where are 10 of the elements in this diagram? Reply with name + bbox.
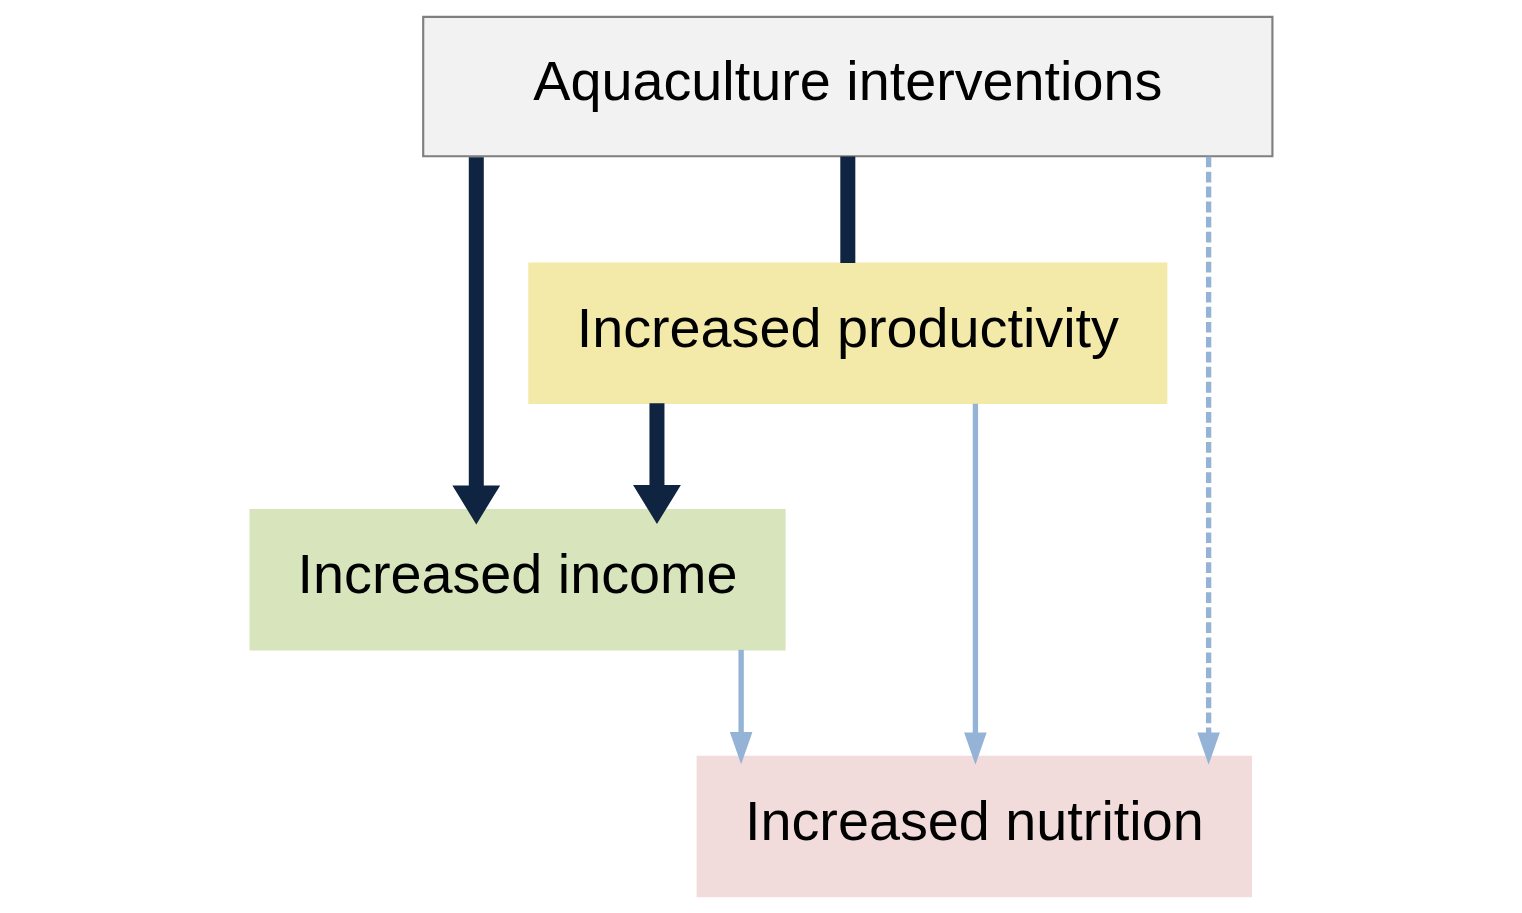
arrow [729, 649, 752, 765]
connector [839, 156, 855, 263]
node-box: Increased nutrition [696, 755, 1252, 898]
node-box: Increased productivity [527, 262, 1167, 404]
arrow [632, 403, 681, 524]
arrow [963, 403, 987, 765]
node-box: Increased income [249, 509, 786, 651]
arrow [1196, 156, 1220, 765]
node-box: Aquaculture interventions [421, 15, 1273, 158]
arrow [451, 157, 500, 525]
